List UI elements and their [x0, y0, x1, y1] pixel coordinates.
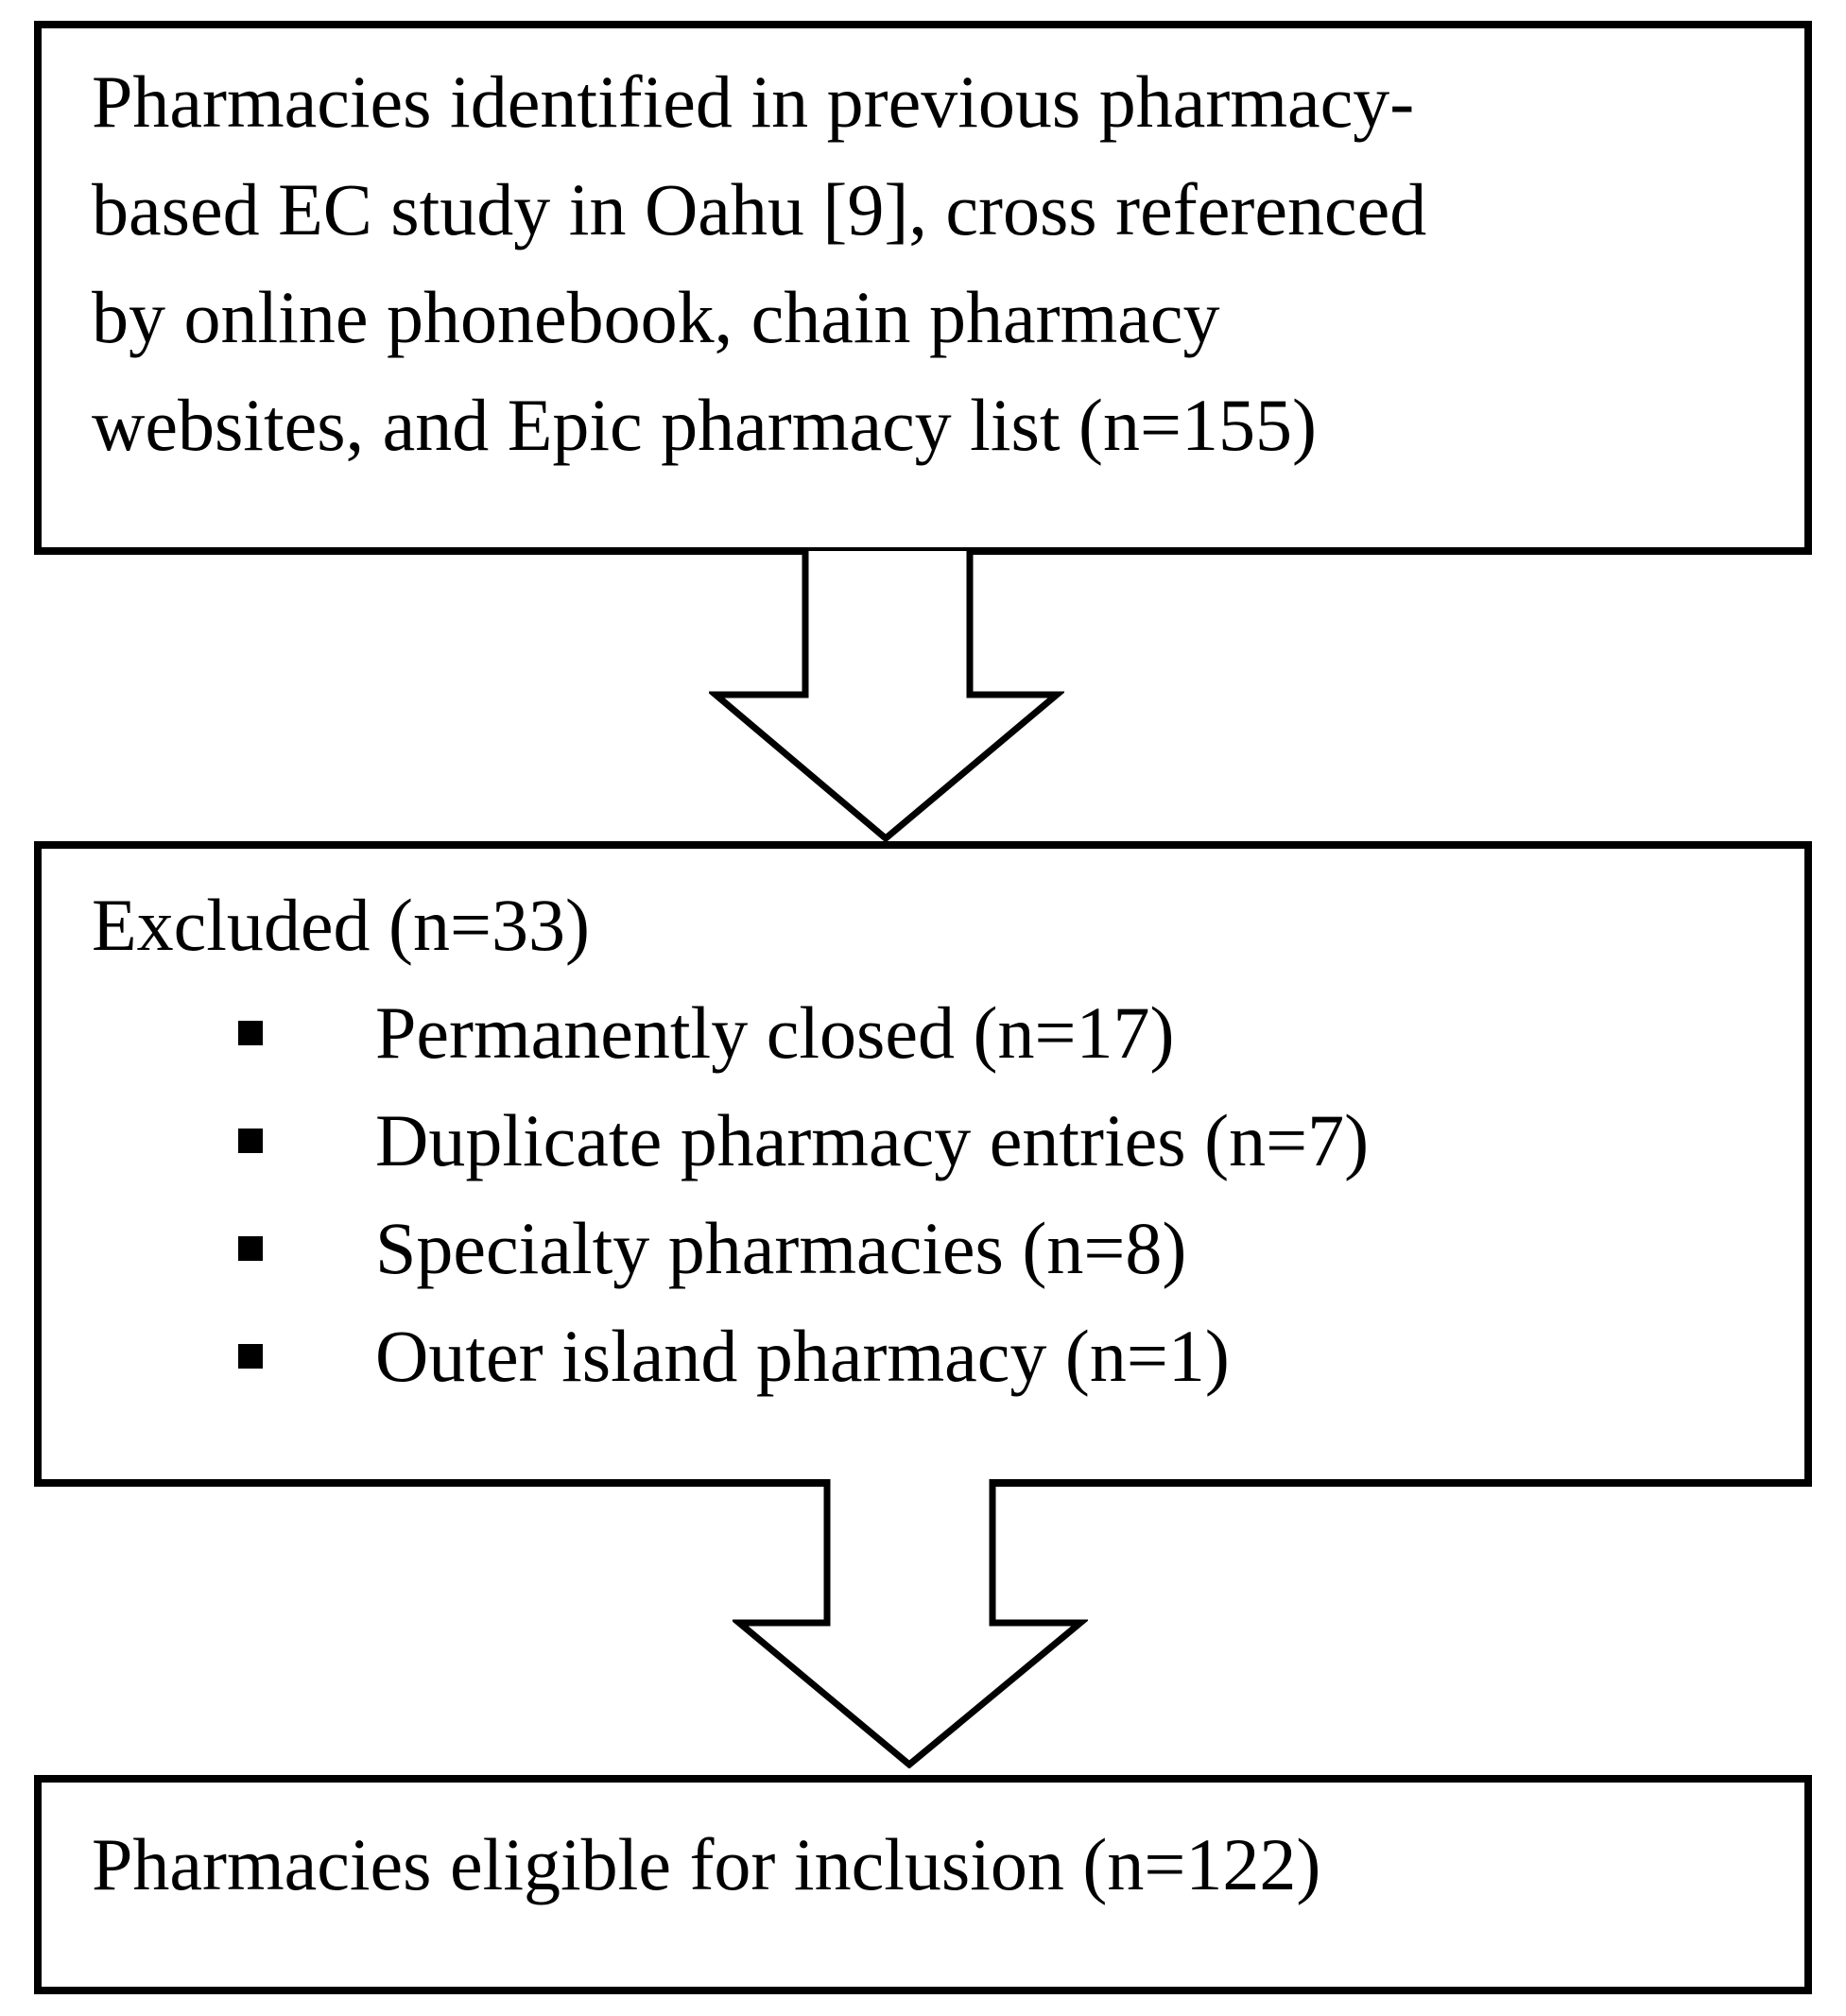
down-arrow-icon	[709, 551, 1064, 842]
list-item: Specialty pharmacies (n=8)	[92, 1195, 1767, 1302]
box-pharmacies-eligible: Pharmacies eligible for inclusion (n=122…	[34, 1775, 1812, 1994]
excluded-title: Excluded (n=33)	[92, 884, 590, 966]
list-item: Permanently closed (n=17)	[92, 979, 1767, 1087]
box-excluded: Excluded (n=33) Permanently closed (n=17…	[34, 841, 1812, 1487]
list-item-text: Outer island pharmacy (n=1)	[375, 1315, 1230, 1397]
list-item: Outer island pharmacy (n=1)	[92, 1302, 1767, 1410]
list-item-text: Specialty pharmacies (n=8)	[375, 1207, 1187, 1289]
excluded-list: Permanently closed (n=17) Duplicate phar…	[92, 979, 1767, 1410]
identified-text-line-2: based EC study in Oahu [9], cross refere…	[92, 168, 1427, 250]
list-item: Duplicate pharmacy entries (n=7)	[92, 1087, 1767, 1195]
identified-text-line-3: by online phonebook, chain pharmacy	[92, 276, 1220, 358]
list-item-text: Permanently closed (n=17)	[375, 991, 1175, 1074]
identified-text-line-1: Pharmacies identified in previous pharma…	[92, 60, 1415, 143]
square-bullet-icon	[238, 1344, 263, 1369]
square-bullet-icon	[238, 1129, 263, 1153]
list-item-text: Duplicate pharmacy entries (n=7)	[375, 1099, 1370, 1181]
eligible-text: Pharmacies eligible for inclusion (n=122…	[92, 1823, 1321, 1905]
square-bullet-icon	[238, 1021, 263, 1045]
box-pharmacies-identified: Pharmacies identified in previous pharma…	[34, 21, 1812, 555]
square-bullet-icon	[238, 1236, 263, 1261]
identified-text-line-4: websites, and Epic pharmacy list (n=155)	[92, 384, 1317, 466]
down-arrow-icon	[733, 1479, 1088, 1768]
